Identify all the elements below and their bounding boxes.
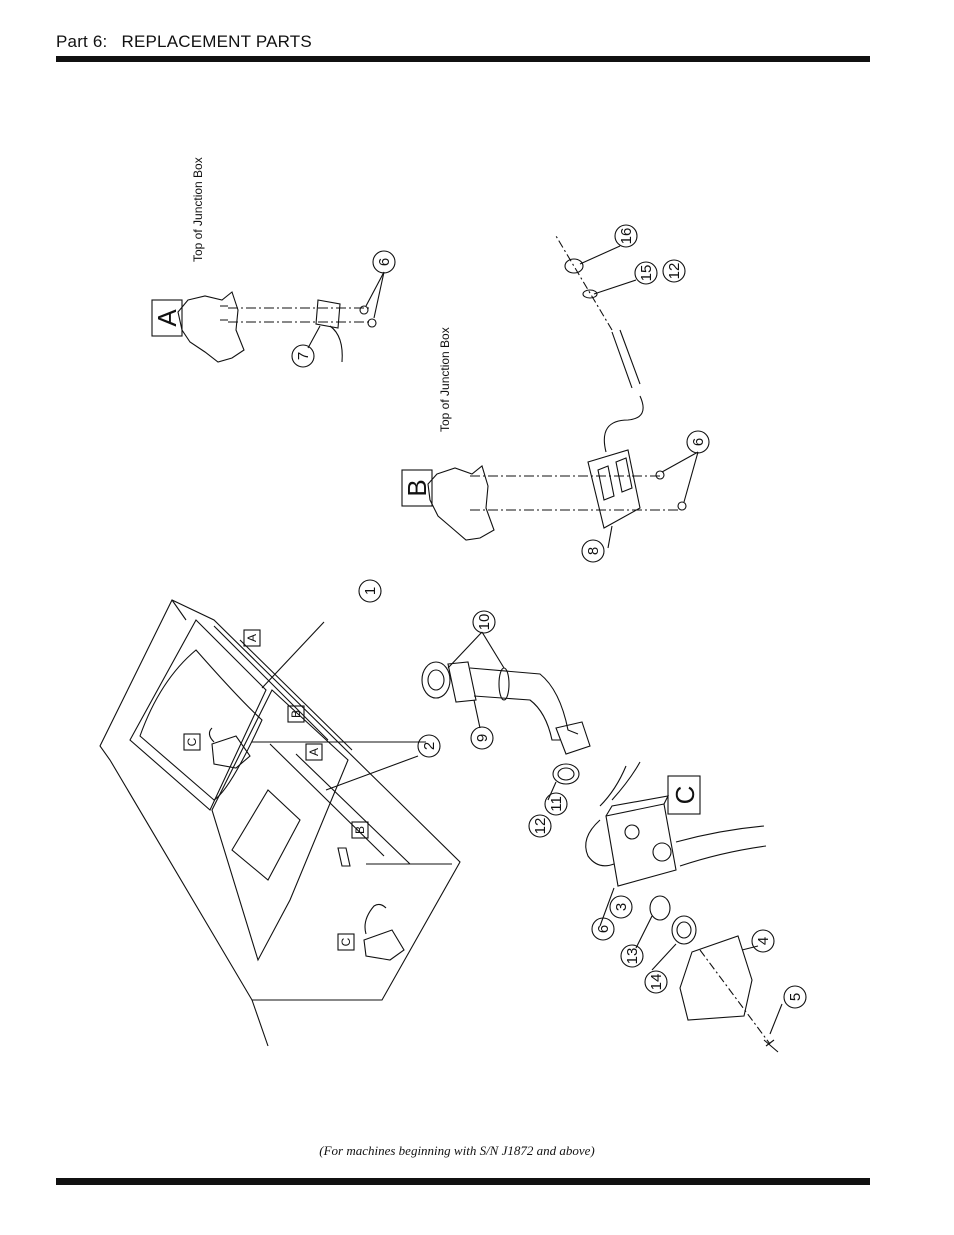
- thermostat-part-8: [587, 449, 641, 529]
- detail-a-label: A: [152, 309, 182, 327]
- callout-3: 3: [613, 903, 630, 911]
- valve-body-part-3: [605, 803, 677, 887]
- nut-icon: [677, 501, 687, 511]
- detail-b-box: [401, 469, 433, 507]
- callout-12: 12: [532, 818, 549, 835]
- lower-solenoid: [363, 929, 405, 961]
- detail-c-box: [667, 775, 701, 815]
- machine-tag-c: C: [185, 737, 199, 746]
- callout-16: 16: [618, 228, 635, 245]
- leader-2: [325, 755, 419, 791]
- nut-icon: [359, 305, 369, 315]
- callout-7: 7: [295, 352, 312, 360]
- callout-5: 5: [787, 993, 804, 1001]
- lower-door: [211, 689, 349, 962]
- nut-icon: [367, 318, 377, 328]
- nut-part-16: [564, 258, 584, 274]
- inlet-elbow: [585, 819, 615, 867]
- capillary-tube: [603, 395, 644, 453]
- callout-13: 13: [624, 948, 641, 965]
- page-header: Part 6: REPLACEMENT PARTS: [56, 32, 312, 52]
- callout-15: 15: [638, 265, 655, 282]
- washer-part-11: [552, 763, 580, 785]
- nut-part-14: [671, 915, 697, 945]
- upper-solenoid: [211, 735, 251, 769]
- thermostat-stem: [337, 847, 351, 867]
- sensing-bulb: [611, 329, 641, 389]
- junction-box-top-a: [177, 291, 245, 363]
- junction-box-top-b: [427, 465, 495, 541]
- detail-c-label: C: [670, 786, 700, 805]
- callout-4: 4: [755, 937, 772, 945]
- machine-tag-c: C: [339, 937, 353, 946]
- callout-6: 6: [376, 258, 393, 266]
- callout-12: 12: [666, 263, 683, 280]
- machine-tag-a: A: [307, 748, 321, 756]
- detail-a-box: [151, 299, 183, 337]
- machine-body: [99, 599, 461, 1001]
- hose-clamp: [498, 667, 510, 701]
- callout-6: 6: [595, 925, 612, 933]
- detail-a: [177, 271, 385, 363]
- machine-tag-b: B: [289, 710, 303, 718]
- hose-fitting-part-10: [421, 661, 451, 699]
- detail-a-note: Top of Junction Box: [191, 157, 205, 262]
- elbow-nut: [555, 721, 591, 755]
- part-label: Part 6:: [56, 32, 108, 51]
- machine-tag-b: B: [353, 826, 367, 834]
- callout-9: 9: [474, 734, 491, 742]
- machine-tag-a: A: [245, 634, 259, 642]
- section-title: REPLACEMENT PARTS: [121, 32, 312, 51]
- leader-1: [261, 621, 325, 689]
- screw-part-5: [763, 1039, 779, 1053]
- callout-1: 1: [362, 587, 379, 595]
- bracket-part-7: [315, 299, 341, 329]
- detail-b: [427, 235, 699, 549]
- caption-text: (For machines beginning with S/N J1872 a…: [319, 1143, 595, 1158]
- callout-10: 10: [476, 614, 493, 631]
- bracket-part-4: [679, 935, 753, 1021]
- wire-part-7: [329, 325, 343, 363]
- footer-rule: [56, 1178, 870, 1185]
- nut-icon: [655, 470, 665, 480]
- callout-8: 8: [585, 547, 602, 555]
- header-rule: [56, 56, 870, 62]
- machine-assembly: [99, 599, 461, 1047]
- hose-part-9: [469, 667, 579, 735]
- outlet-hose: [675, 825, 767, 867]
- ring-part-13: [649, 895, 671, 921]
- callout-2: 2: [421, 742, 438, 750]
- figure-caption: (For machines beginning with S/N J1872 a…: [0, 1143, 954, 1159]
- detail-b-label: B: [402, 479, 432, 496]
- detail-c: [421, 631, 783, 1053]
- callout-11: 11: [548, 796, 565, 812]
- washer-part-15: [582, 289, 598, 299]
- callout-14: 14: [648, 974, 665, 991]
- detail-b-note: Top of Junction Box: [438, 327, 452, 432]
- upper-door: [129, 619, 267, 811]
- callout-6: 6: [690, 438, 707, 446]
